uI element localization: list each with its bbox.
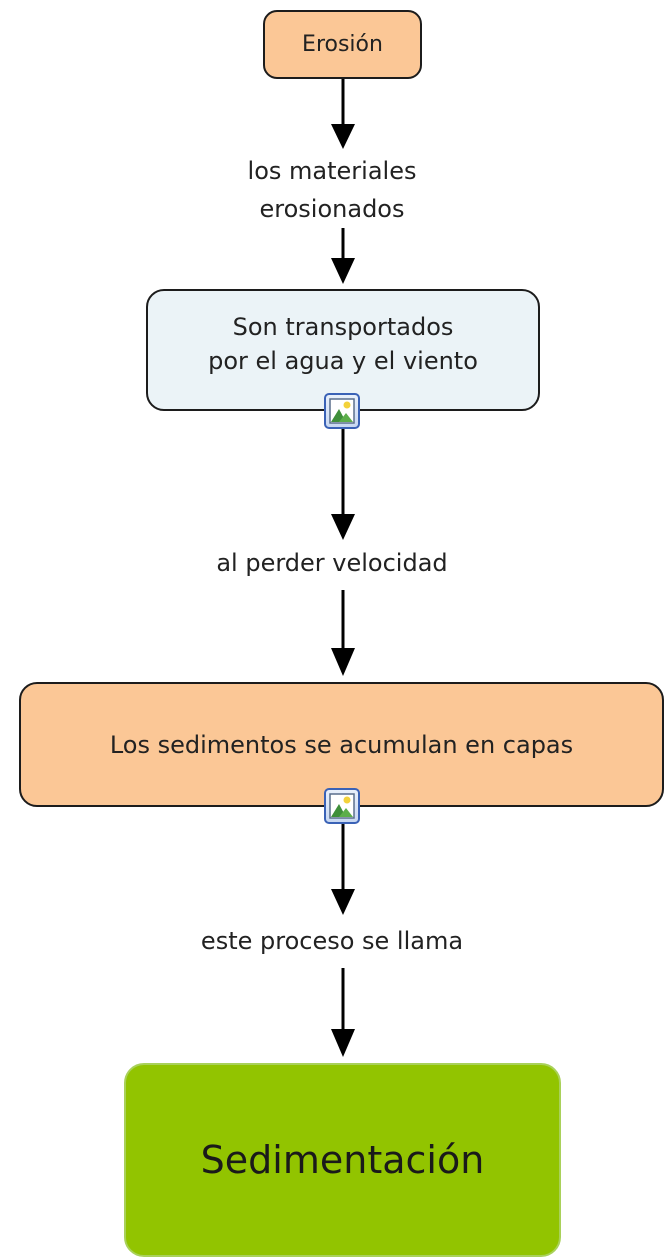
link-label-process: este proceso se llama (0, 922, 664, 960)
concept-label: Los sedimentos se acumulan en capas (109, 730, 574, 759)
arrowhead (331, 258, 355, 284)
arrowhead (331, 124, 355, 149)
arrowhead (331, 1029, 355, 1057)
link-label-velocity: al perder velocidad (0, 544, 664, 582)
link-label-line: los materiales (247, 157, 417, 185)
link-label-line: erosionados (259, 195, 405, 223)
arrowhead (331, 648, 355, 676)
concept-label: Erosión (302, 32, 383, 57)
image-attachment-icon[interactable] (324, 393, 360, 429)
concept-label-line: Son transportados (232, 313, 454, 341)
arrowhead (331, 889, 355, 915)
concept-node-accumulate[interactable]: Los sedimentos se acumulan en capas (19, 682, 664, 807)
concept-node-transport[interactable]: Son transportados por el agua y el vient… (146, 289, 540, 411)
concept-node-sedimentation[interactable]: Sedimentación (124, 1063, 561, 1257)
concept-label-line: por el agua y el viento (208, 347, 478, 375)
link-label-line: al perder velocidad (216, 549, 448, 577)
picture-icon (329, 793, 355, 819)
arrowhead (331, 514, 355, 540)
picture-icon (329, 398, 355, 424)
link-label-line: este proceso se llama (200, 927, 464, 955)
image-attachment-icon[interactable] (324, 788, 360, 824)
link-label-materials: los materiales erosionados (0, 152, 664, 228)
concept-label: Sedimentación (200, 1138, 485, 1182)
concept-node-erosion[interactable]: Erosión (263, 10, 422, 79)
